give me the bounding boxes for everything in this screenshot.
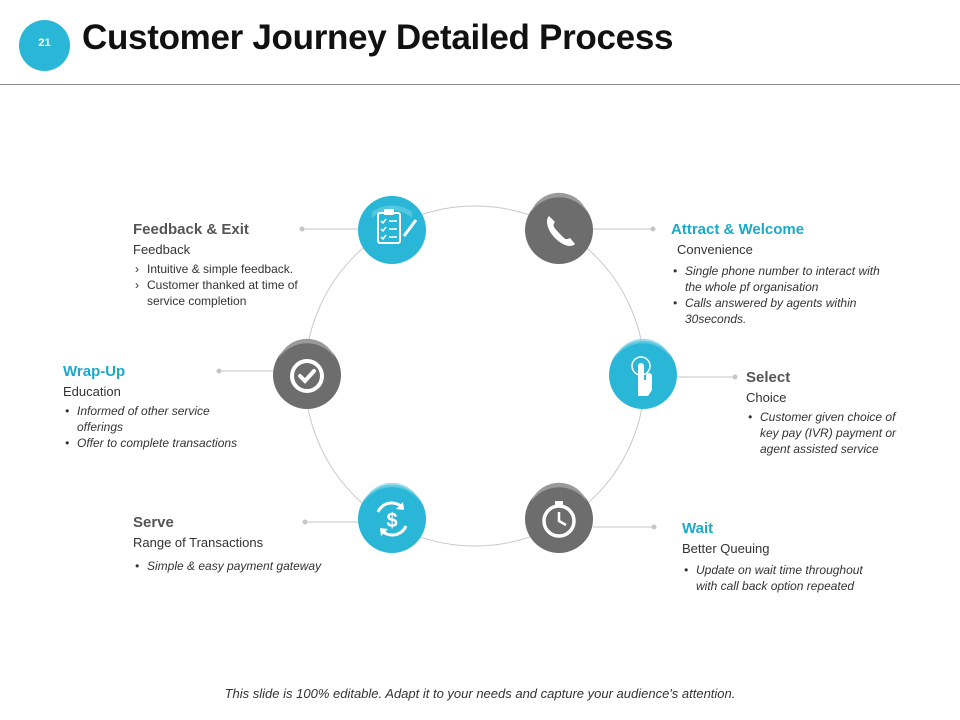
step-bullet: Update on wait time throughout with call… — [682, 562, 887, 594]
step-bullet: Simple & easy payment gateway — [133, 558, 353, 574]
step-wrap-up: Wrap-Up Education Informed of other serv… — [63, 363, 273, 451]
step-title: Serve — [133, 514, 174, 531]
touch-hand-icon — [609, 338, 677, 409]
step-wait: Wait Better Queuing Update on wait time … — [682, 520, 892, 594]
dollar-cycle-icon: $ — [358, 482, 426, 553]
step-title: Wrap-Up — [63, 363, 126, 380]
connector-lines — [216, 226, 738, 530]
step-title: Feedback & Exit — [133, 221, 249, 238]
step-serve: Serve Range of Transactions Simple & eas… — [133, 514, 353, 574]
step-subtitle: Feedback — [133, 242, 191, 257]
step-subtitle: Choice — [746, 390, 787, 405]
step-bullet: Informed of other service offerings — [63, 403, 238, 435]
step-title: Select — [746, 369, 791, 386]
step-subtitle: Range of Transactions — [133, 535, 264, 550]
step-subtitle: Education — [63, 384, 121, 399]
step-bullet: Calls answered by agents within 30second… — [671, 295, 886, 327]
slide-header: 21 Customer Journey Detailed Process — [0, 0, 960, 85]
stopwatch-icon — [525, 482, 593, 553]
checkmark-icon — [273, 338, 341, 409]
step-attract-welcome: Attract & Welcome Convenience Single pho… — [671, 221, 886, 327]
step-subtitle: Convenience — [677, 242, 753, 257]
step-bullet: Customer thanked at time of service comp… — [133, 277, 333, 309]
step-title: Wait — [682, 520, 714, 537]
step-bullet: Single phone number to interact with the… — [671, 263, 886, 295]
step-feedback-exit: Feedback & Exit Feedback Intuitive & sim… — [133, 221, 333, 309]
page-title: Customer Journey Detailed Process — [82, 18, 674, 57]
step-bullet: Offer to complete transactions — [63, 435, 238, 451]
step-subtitle: Better Queuing — [682, 541, 770, 556]
phone-icon — [525, 192, 593, 264]
step-bullet: Customer given choice of key pay (IVR) p… — [746, 409, 901, 457]
svg-text:$: $ — [386, 510, 397, 532]
cycle-ring — [304, 205, 646, 547]
step-bullet: Intuitive & simple feedback. — [133, 261, 333, 277]
step-title: Attract & Welcome — [671, 221, 805, 238]
slide-number-badge: 21 — [19, 20, 70, 71]
clipboard-checklist-icon — [358, 196, 426, 264]
footer-note: This slide is 100% editable. Adapt it to… — [224, 686, 736, 701]
step-select: Select Choice Customer given choice of k… — [746, 369, 906, 457]
